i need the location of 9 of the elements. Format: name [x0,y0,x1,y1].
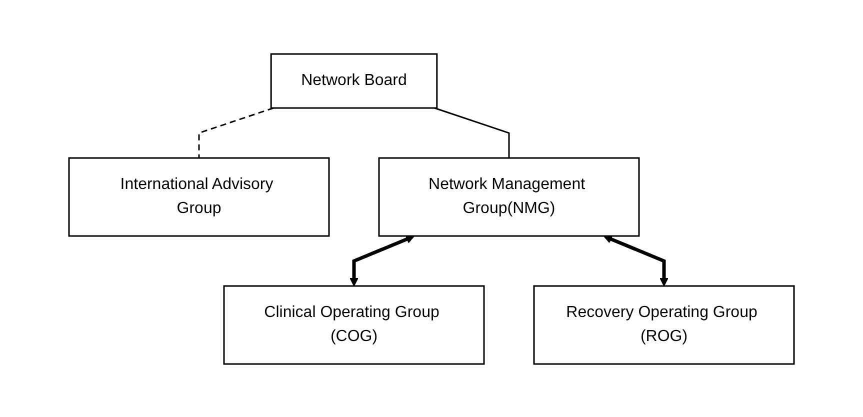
node-box: Recovery Operating Group (ROG) [533,284,795,364]
node-box: Clinical Operating Group (COG) [223,284,485,364]
arrow [350,234,415,286]
connector [198,106,274,158]
node-box: International Advisory Group [68,156,330,236]
node-box: Network Management Group(NMG) [378,156,640,236]
node-box: Network Board [270,52,438,108]
arrow [603,234,668,286]
connector [434,106,510,158]
